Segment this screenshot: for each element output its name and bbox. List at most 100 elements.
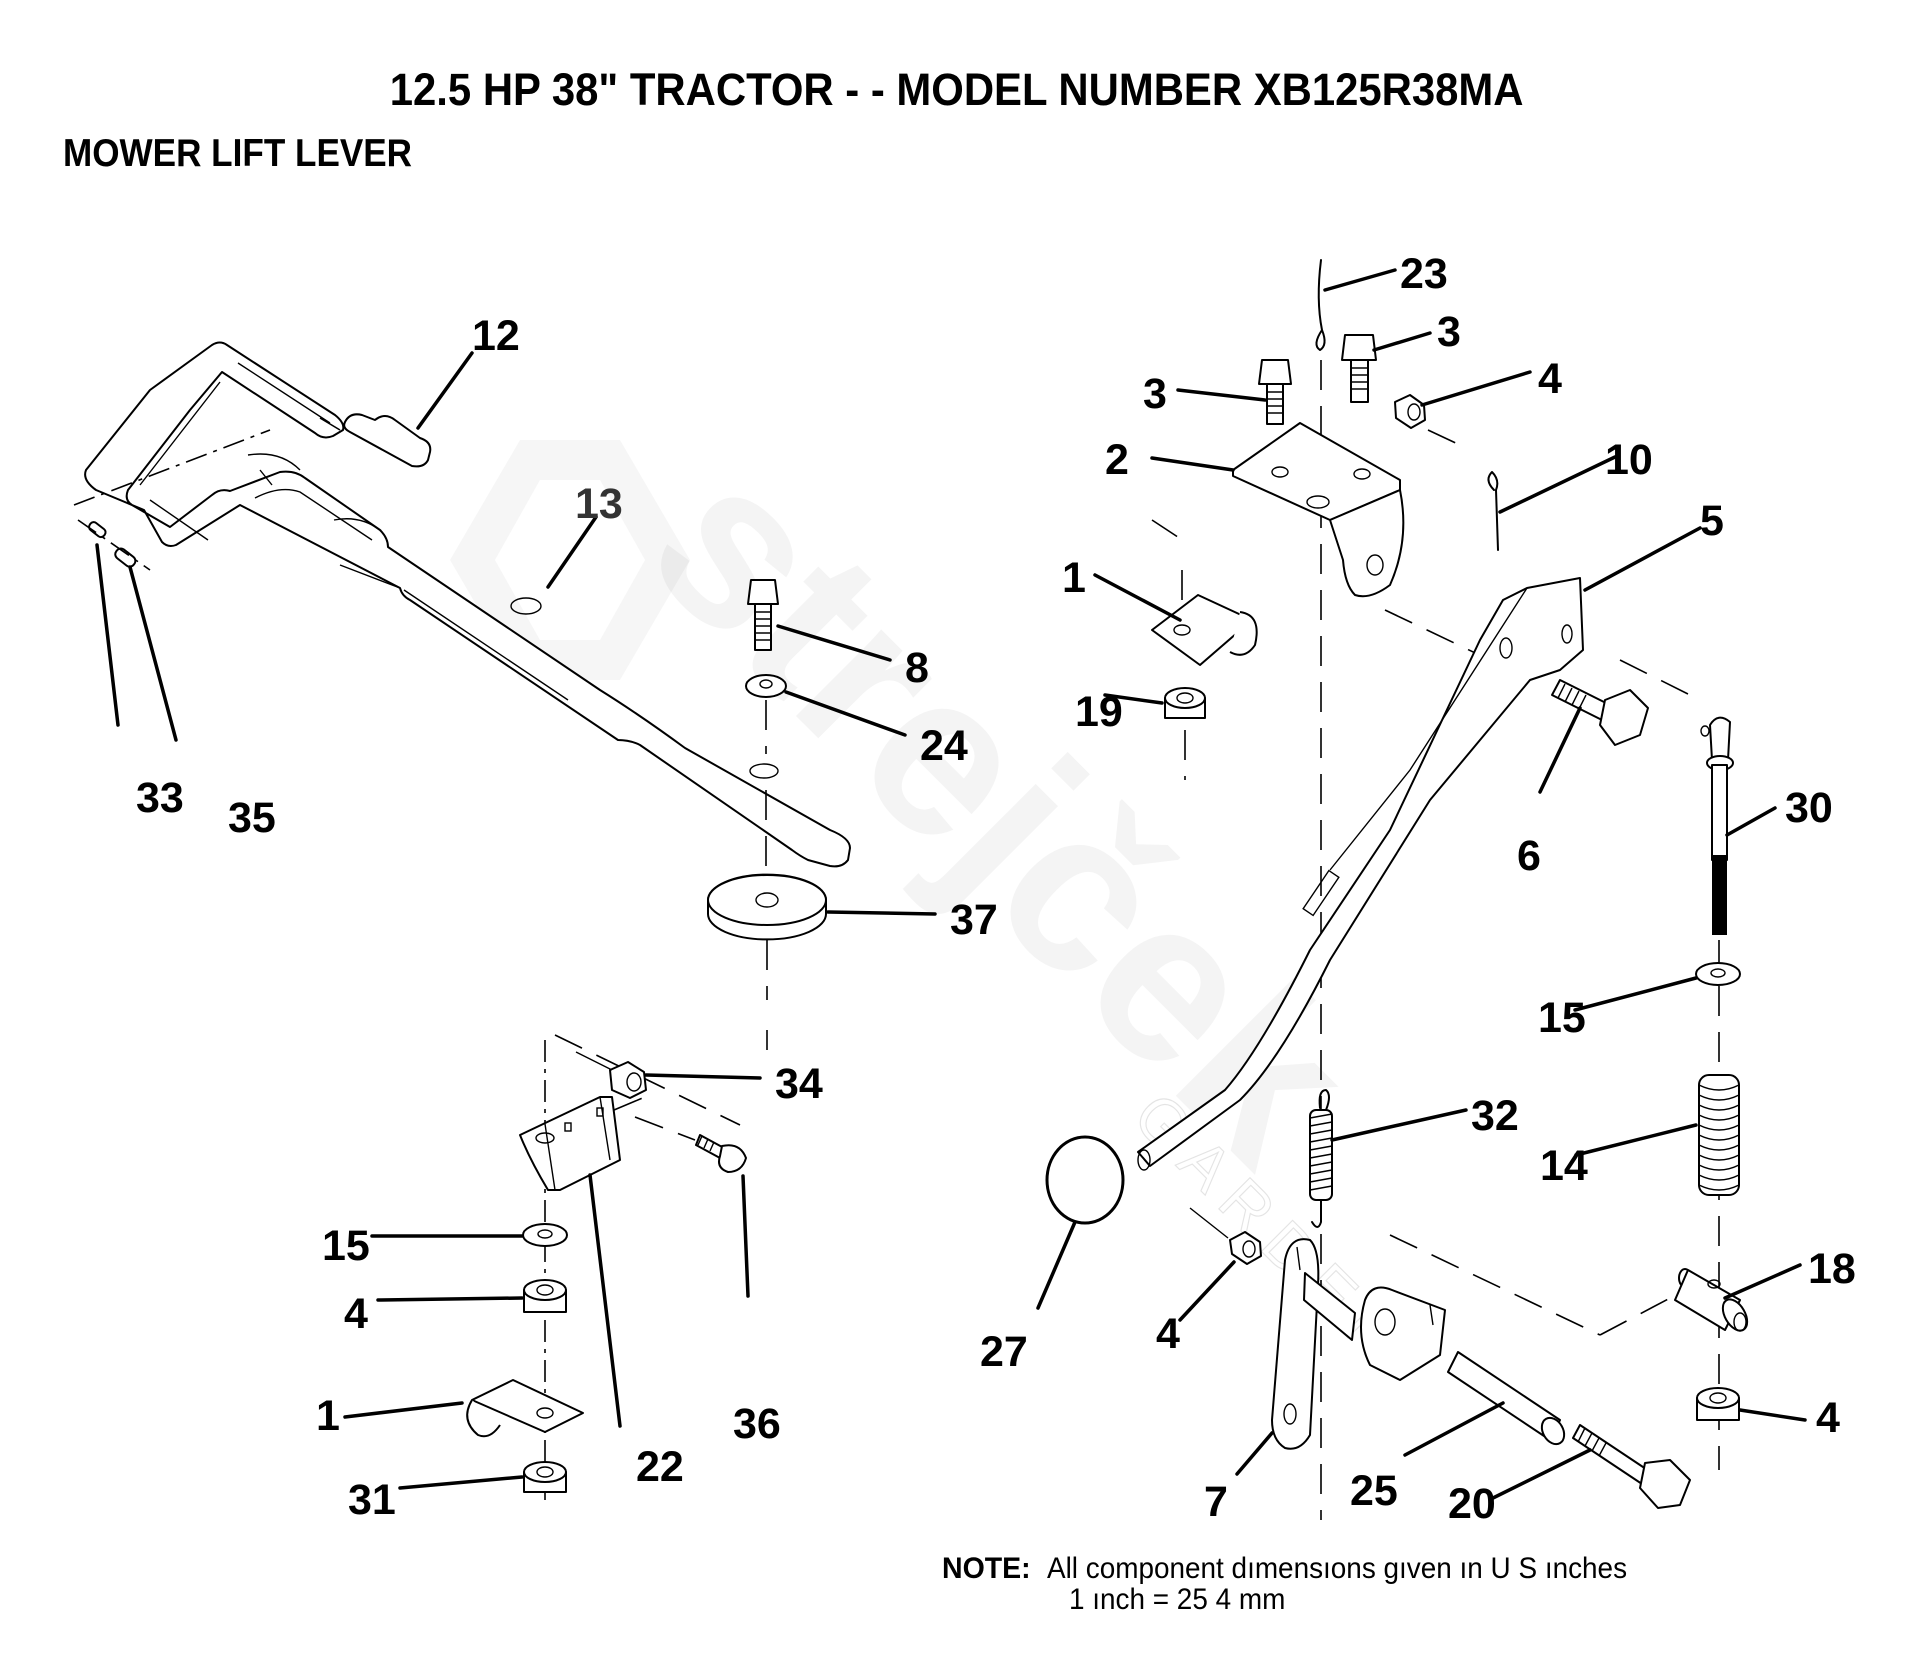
axis-line xyxy=(575,1051,613,1071)
part-3-bolt-right xyxy=(1341,334,1377,403)
leader-1-right xyxy=(1093,573,1182,622)
part-14-compression-spring xyxy=(1698,1074,1740,1196)
watermark-brand: strejček xyxy=(605,413,1402,1210)
callout-36: 36 xyxy=(733,1400,781,1448)
axis-line xyxy=(613,1096,646,1111)
part-37-large-washer xyxy=(707,873,827,941)
callout-33: 33 xyxy=(136,774,184,822)
callout-1-left: 1 xyxy=(316,1392,340,1440)
part-5-lift-handle xyxy=(1137,577,1584,1171)
part-20-bolt xyxy=(1572,1424,1691,1509)
callout-10: 10 xyxy=(1605,436,1653,484)
leader-33 xyxy=(95,543,120,727)
leader-4-right xyxy=(1738,1408,1807,1422)
callout-14: 14 xyxy=(1540,1142,1588,1190)
callout-27: 27 xyxy=(980,1328,1028,1376)
callout-13: 13 xyxy=(575,480,623,528)
callout-30: 30 xyxy=(1785,784,1833,832)
callout-7: 7 xyxy=(1204,1478,1228,1526)
callout-8: 8 xyxy=(905,644,929,692)
callout-12: 12 xyxy=(472,312,520,360)
callout-32: 32 xyxy=(1471,1092,1519,1140)
leader-7 xyxy=(1235,1431,1274,1476)
note-line-1: All component dımensıons gıven ın U S ın… xyxy=(1047,1552,1628,1585)
callout-3-right: 3 xyxy=(1437,308,1461,356)
leader-19 xyxy=(1103,693,1164,705)
callout-4-right: 4 xyxy=(1816,1394,1840,1442)
leader-37 xyxy=(826,910,937,916)
leader-27 xyxy=(1036,1220,1077,1310)
diagram-title: 12.5 HP 38" TRACTOR - - MODEL NUMBER XB1… xyxy=(389,64,1524,115)
axis-line xyxy=(554,1034,741,1126)
axis-line xyxy=(1619,659,1701,701)
callout-5: 5 xyxy=(1700,497,1724,545)
callout-35: 35 xyxy=(228,794,276,842)
part-23-cotter-pin xyxy=(1315,259,1326,351)
part-36-carriage-bolt xyxy=(695,1134,747,1173)
callout-22: 22 xyxy=(636,1443,684,1491)
part-22-bracket xyxy=(519,1096,621,1191)
leader-4-middle xyxy=(1178,1260,1236,1322)
axis-line xyxy=(319,417,341,431)
callout-20: 20 xyxy=(1448,1480,1496,1528)
callout-25: 25 xyxy=(1350,1467,1398,1515)
leader-4-top xyxy=(1420,370,1532,407)
callout-18: 18 xyxy=(1808,1245,1856,1293)
leader-34 xyxy=(644,1073,762,1080)
part-34-nut xyxy=(609,1061,647,1099)
leader-24 xyxy=(784,690,907,737)
section-title: MOWER LIFT LEVER xyxy=(63,132,413,175)
leader-12 xyxy=(416,351,474,430)
leader-3-left xyxy=(1176,388,1267,402)
callout-34: 34 xyxy=(775,1060,823,1108)
leader-4-left xyxy=(376,1296,524,1302)
part-33-pin xyxy=(88,521,107,539)
axis-line xyxy=(1384,609,1491,661)
callout-19: 19 xyxy=(1075,688,1123,736)
leader-23 xyxy=(1323,268,1397,292)
leader-14 xyxy=(1574,1123,1698,1157)
part-24-washer xyxy=(745,674,787,698)
leader-5 xyxy=(1583,526,1702,592)
part-25-sleeve xyxy=(1447,1351,1566,1446)
leader-13 xyxy=(546,515,598,589)
part-18-pivot xyxy=(1674,1268,1749,1332)
callout-24: 24 xyxy=(920,722,968,770)
note-block: NOTE: All component dımensıons gıven ın U… xyxy=(942,1553,1671,1615)
leader-10 xyxy=(1498,455,1617,514)
part-2-bracket xyxy=(1232,422,1405,598)
callout-2: 2 xyxy=(1105,436,1129,484)
callout-4-middle: 4 xyxy=(1156,1310,1180,1358)
leader-1-left xyxy=(343,1401,464,1419)
axis-line xyxy=(1599,1296,1673,1336)
leader-18 xyxy=(1723,1263,1802,1300)
callout-15-right: 15 xyxy=(1538,994,1586,1042)
part-1-clip-right xyxy=(1151,594,1258,666)
leader-6 xyxy=(1538,706,1582,794)
axis-line xyxy=(1427,429,1461,446)
part-10-cotter-pin xyxy=(1487,471,1499,551)
callout-4-top: 4 xyxy=(1538,355,1562,403)
leader-30 xyxy=(1725,806,1777,837)
leader-20 xyxy=(1491,1448,1592,1500)
callout-4-left: 4 xyxy=(344,1290,368,1338)
note-label: NOTE: xyxy=(942,1552,1031,1585)
part-4-nut-top xyxy=(1394,394,1426,429)
note-line-2: 1 ınch = 25 4 mm xyxy=(1069,1583,1286,1616)
part-35-pin xyxy=(114,547,137,568)
leader-31 xyxy=(398,1475,524,1490)
callout-6: 6 xyxy=(1517,832,1541,880)
part-27-knob xyxy=(1045,1135,1125,1225)
part-7-lift-link xyxy=(1271,1238,1446,1450)
leader-35 xyxy=(128,565,178,742)
part-12-grip xyxy=(343,413,432,468)
callout-23: 23 xyxy=(1400,250,1448,298)
part-19-nut xyxy=(1164,687,1206,719)
part-1-clip-left xyxy=(466,1379,584,1438)
leader-22 xyxy=(588,1173,622,1428)
callout-37: 37 xyxy=(950,896,998,944)
part-15-washer-left xyxy=(522,1223,568,1247)
callout-15-left: 15 xyxy=(322,1222,370,1270)
axis-line xyxy=(1151,519,1191,546)
